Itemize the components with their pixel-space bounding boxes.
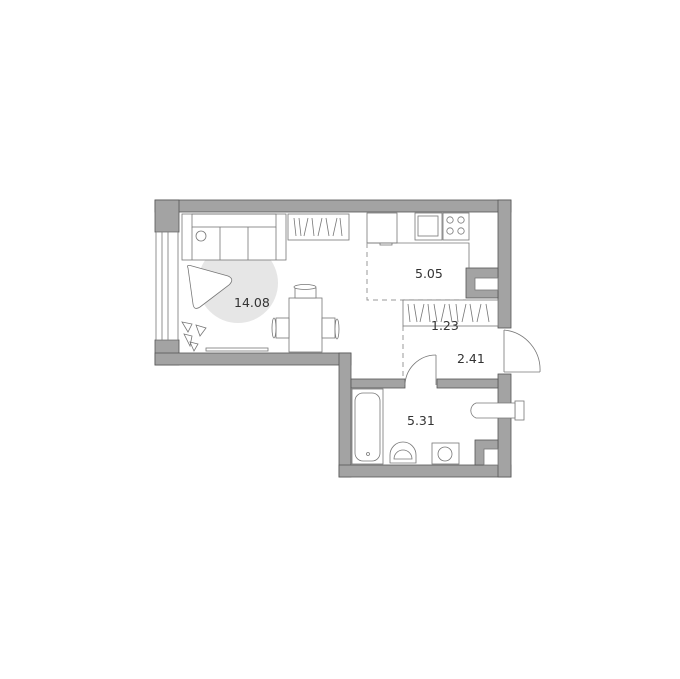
sofa: [181, 213, 287, 261]
plant: [181, 321, 207, 352]
dining-set: [271, 284, 340, 353]
room-area-living: 14.08: [234, 295, 270, 310]
window: [155, 231, 179, 341]
tv-stand: [205, 347, 269, 352]
room-area-bathroom: 5.31: [407, 413, 435, 428]
kitchen-units: [366, 212, 470, 268]
walls: [154, 199, 512, 478]
zone-divider: [366, 243, 466, 301]
shelf: [287, 213, 350, 241]
entrance-door[interactable]: [503, 329, 541, 373]
room-area-kitchen: 5.05: [415, 266, 443, 281]
coffee-table: [187, 264, 233, 309]
room-area-hall: 1.23: [431, 318, 459, 333]
bathroom-door[interactable]: [404, 354, 437, 386]
living-area-highlight: [198, 243, 278, 323]
sink: [389, 441, 417, 464]
washing-machine: [431, 442, 460, 465]
wardrobe: [402, 299, 499, 327]
room-area-corridor: 2.41: [457, 351, 485, 366]
bathtub: [351, 388, 384, 465]
toilet: [470, 400, 525, 421]
